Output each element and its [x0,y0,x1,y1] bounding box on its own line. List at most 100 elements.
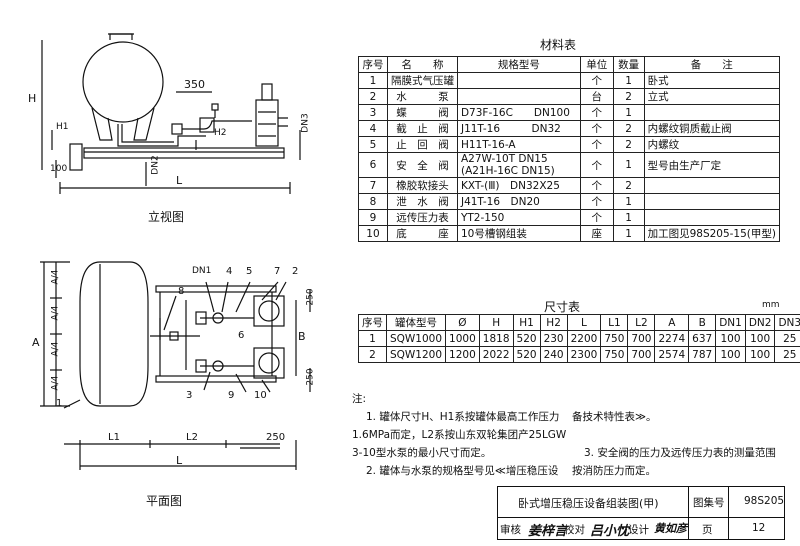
dimensions-cell: 2574 [654,346,690,363]
plan-DN1: DN1 [192,266,212,276]
materials-cell [456,72,581,89]
dim-DN3: DN3 [300,113,311,133]
dimensions-cell: 700 [627,346,656,363]
materials-cell: 内螺纹铜质截止阀 [643,120,781,137]
atlas-label: 图集号 [693,497,725,509]
materials-cell: A27W-10T DN15(A21H-16C DN15) [456,152,581,178]
materials-cell: 10号槽钢组装 [456,225,581,242]
dimensions-header-cell: Ø [445,314,480,331]
dimensions-cell: 2022 [478,346,514,363]
materials-header-row: 序号名 称规格型号单位数量备 注 [358,56,781,73]
materials-cell: 9 [358,209,388,226]
plan-n4: 4 [226,266,233,277]
plan-n1: 1 [56,398,63,409]
dimensions-unit: mm [762,300,780,310]
materials-cell: 立式 [643,88,781,105]
materials-cell: 5 [358,136,388,153]
materials-cell [643,209,781,226]
materials-cell: 远传压力表 [386,209,458,226]
pump-plan-2 [253,347,285,379]
materials-title: 材料表 [540,38,577,52]
dimensions-cell: 100 [744,346,776,363]
title-block: 卧式增压稳压设备组装图(甲) 图集号 98S205 审核 姜梓言 校对 吕小忱 … [497,486,785,540]
plan-A4-1: A/4 [50,269,61,285]
plan-n2: 2 [292,266,299,277]
dimensions-cell: 2 [358,346,387,363]
dimensions-cell: 230 [539,330,568,347]
dimensions-header-cell: L1 [600,314,629,331]
materials-cell: 台 [579,88,614,105]
dimensions-header-cell: L [566,314,602,331]
dimensions-header-cell: DN2 [744,314,776,331]
materials-cell: 橡胶软接头 [386,177,458,194]
dimensions-cell: 520 [512,330,541,347]
materials-cell: 1 [612,72,645,89]
materials-cell: 个 [579,152,614,178]
materials-cell: 个 [579,104,614,121]
dimensions-cell: 520 [512,346,541,363]
materials-cell: 2 [612,120,645,137]
page-label: 页 [702,524,713,536]
dim-H1: H1 [56,122,69,132]
dimensions-cell: 637 [688,330,717,347]
materials-cell: KXT-(Ⅲ) DN32X25 [456,177,581,194]
materials-cell: 个 [579,136,614,153]
materials-cell: H11T-16-A [456,136,581,153]
dim-H2: H2 [214,128,227,138]
dimensions-cell: 750 [600,330,629,347]
dim-L-elev: L [176,174,183,187]
plan-L2: L2 [186,432,198,443]
dim-100: 100 [50,164,68,174]
dim-DN2: DN2 [150,155,161,175]
plan-n6: 6 [238,330,245,341]
materials-cell: 内螺纹 [643,136,781,153]
dimensions-header-cell: L2 [627,314,656,331]
materials-cell: 3 [358,104,388,121]
design-signature: 黄如彦 [654,522,687,535]
elevation-caption: 立视图 [148,210,185,224]
plan-n10: 10 [254,390,267,401]
materials-cell: 2 [612,177,645,194]
dimensions-header-cell: H2 [539,314,568,331]
materials-cell: 隔膜式气压罐 [386,72,458,89]
materials-header-cell: 序号 [358,56,388,73]
plan-A4-4: A/4 [50,375,61,391]
materials-cell: 1 [358,72,388,89]
plan-250-top: 250 [305,288,316,306]
materials-cell: 水 泵 [386,88,458,105]
materials-cell: 1 [612,193,645,210]
materials-cell: 1 [612,225,645,242]
review-label: 审核 [500,524,521,536]
materials-cell: 6 [358,152,388,178]
materials-cell: 2 [612,88,645,105]
dimensions-header-cell: DN3 [774,314,800,331]
tank-plan [79,261,149,407]
materials-cell: 1 [612,209,645,226]
plan-L1: L1 [108,432,120,443]
materials-cell: 截 止 阀 [386,120,458,137]
note-line-4: 2. 罐体与水泵的规格型号见≪增压稳压设 [366,465,559,477]
materials-cell: 个 [579,177,614,194]
materials-cell: 2 [612,136,645,153]
materials-cell [643,177,781,194]
page-number: 12 [752,522,766,534]
materials-cell: 泄 水 阀 [386,193,458,210]
materials-cell: 1 [612,152,645,178]
materials-cell [643,104,781,121]
dimensions-cell: 25 [774,346,800,363]
materials-cell: 个 [579,193,614,210]
plan-caption: 平面图 [146,494,183,508]
plan-A4-3: A/4 [50,341,61,357]
materials-cell: 个 [579,72,614,89]
dim-350: 350 [184,78,205,91]
